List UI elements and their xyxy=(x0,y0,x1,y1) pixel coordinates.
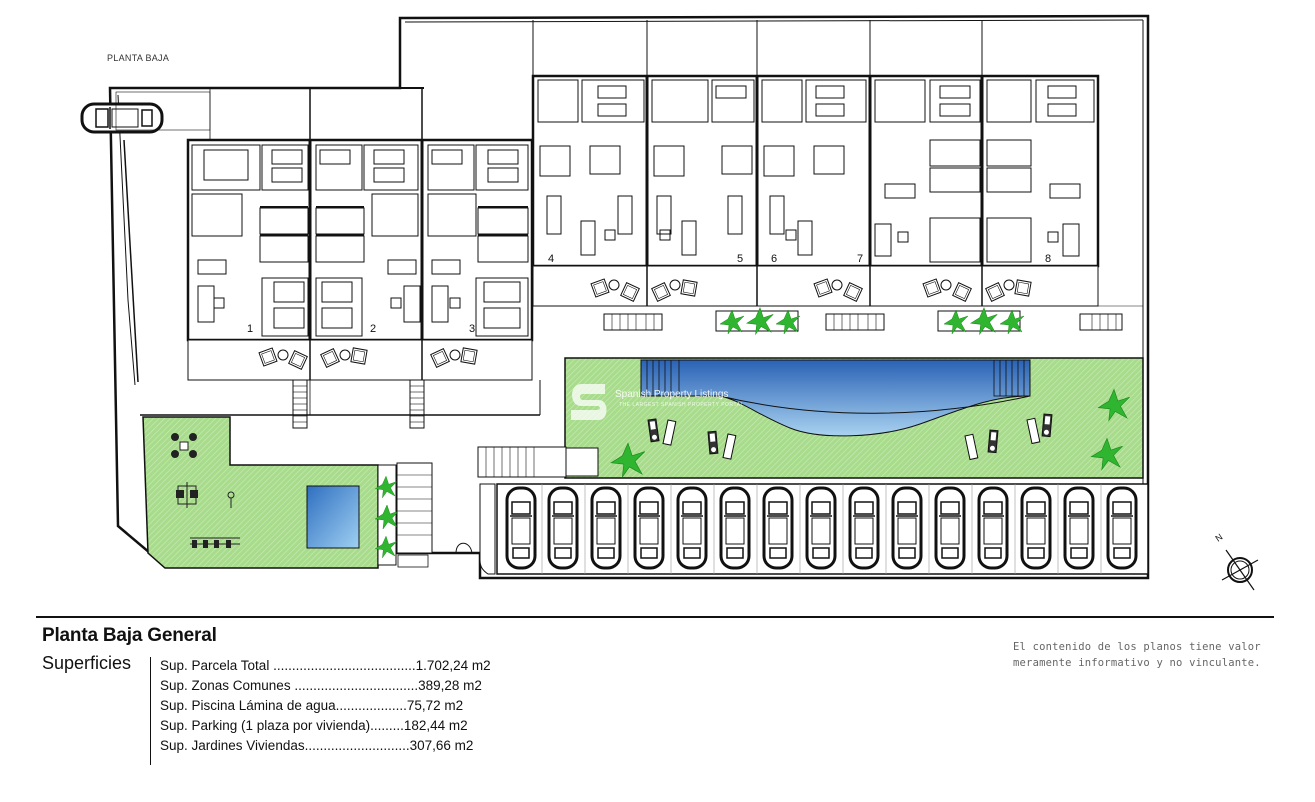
svg-text:N: N xyxy=(1213,532,1224,544)
unit-number-2: 2 xyxy=(370,323,376,335)
disclaimer-line-2: meramente informativo y no vinculante. xyxy=(1013,657,1261,669)
unit-number-8: 8 xyxy=(1045,253,1051,265)
section-divider xyxy=(36,616,1274,618)
unit-number-3: 3 xyxy=(469,323,475,335)
parking-spaces xyxy=(505,486,1138,570)
area-row-zonas-comunes: Sup. Zonas Comunes .....................… xyxy=(160,678,482,693)
area-row-piscina: Sup. Piscina Lámina de agua.............… xyxy=(160,698,464,713)
summary-title: Planta Baja General xyxy=(42,625,217,646)
plan-label: PLANTA BAJA xyxy=(107,53,170,63)
area-list: Sup. Parcela Total .....................… xyxy=(160,656,491,756)
area-row-jardines: Sup. Jardines Viviendas.................… xyxy=(160,738,474,753)
unit-number-1: 1 xyxy=(247,323,253,335)
superficies-label: Superficies xyxy=(42,653,132,673)
superficies-divider xyxy=(150,657,151,765)
floor-plan: 1 2 3 xyxy=(80,14,1259,591)
unit-number-4: 4 xyxy=(548,253,554,265)
unit-number-6: 6 xyxy=(771,253,777,265)
area-row-parking: Sup. Parking (1 plaza por vivienda).....… xyxy=(160,718,468,733)
north-arrow-icon: N xyxy=(1213,532,1259,591)
unit-number-5: 5 xyxy=(737,253,743,265)
unit-number-7: 7 xyxy=(857,253,863,265)
disclaimer-line-1: El contenido de los planos tiene valor xyxy=(1013,641,1261,653)
area-row-parcela: Sup. Parcela Total .....................… xyxy=(160,658,491,673)
disclaimer: El contenido de los planos tiene valor m… xyxy=(1013,639,1261,671)
